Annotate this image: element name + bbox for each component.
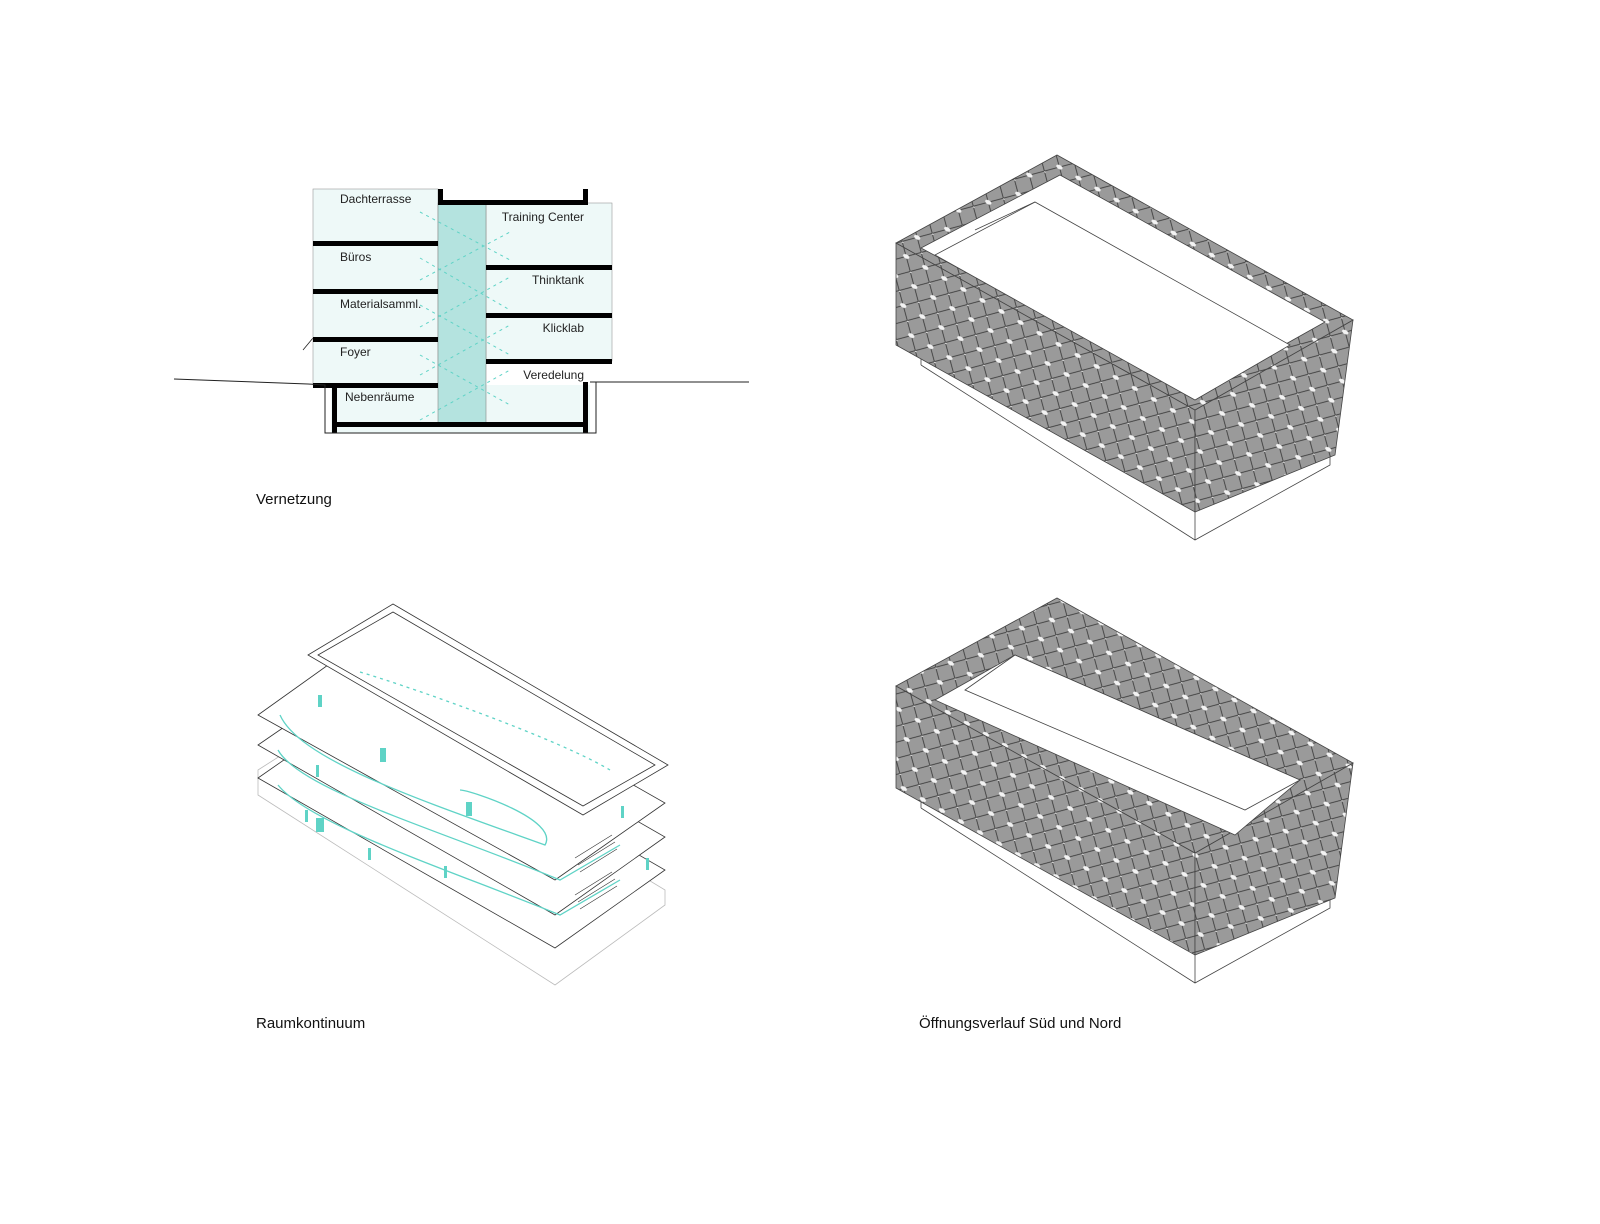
facade-axo-south bbox=[895, 154, 1354, 541]
room-label: Thinktank bbox=[532, 273, 585, 287]
spatial-continuum-axo bbox=[257, 603, 669, 986]
people-figures bbox=[305, 695, 649, 878]
floor-slabs bbox=[313, 189, 612, 433]
room-label: Nebenräume bbox=[345, 390, 415, 404]
caption-vernetzung: Vernetzung bbox=[256, 491, 332, 508]
caption-oeffnungsverlauf: Öffnungsverlauf Süd und Nord bbox=[919, 1015, 1122, 1032]
atrium-core bbox=[437, 202, 487, 426]
room-label: Büros bbox=[340, 250, 371, 264]
room-label: Materialsamml. bbox=[340, 297, 421, 311]
caption-raumkontinuum: Raumkontinuum bbox=[256, 1015, 366, 1032]
room-label: Veredelung bbox=[523, 368, 584, 382]
left-glass-volume bbox=[312, 188, 439, 386]
room-label: Foyer bbox=[340, 345, 371, 359]
room-label: Klicklab bbox=[543, 321, 585, 335]
building-section: Dachterrasse Büros Materialsamml. Foyer … bbox=[173, 188, 749, 434]
ground-line-left bbox=[173, 378, 309, 385]
room-label: Dachterrasse bbox=[340, 192, 412, 206]
facade-axo-north bbox=[895, 597, 1354, 984]
stairs-icon bbox=[574, 834, 618, 910]
room-label: Training Center bbox=[502, 210, 584, 224]
connection-lines bbox=[419, 211, 511, 421]
circulation-path bbox=[277, 671, 621, 916]
